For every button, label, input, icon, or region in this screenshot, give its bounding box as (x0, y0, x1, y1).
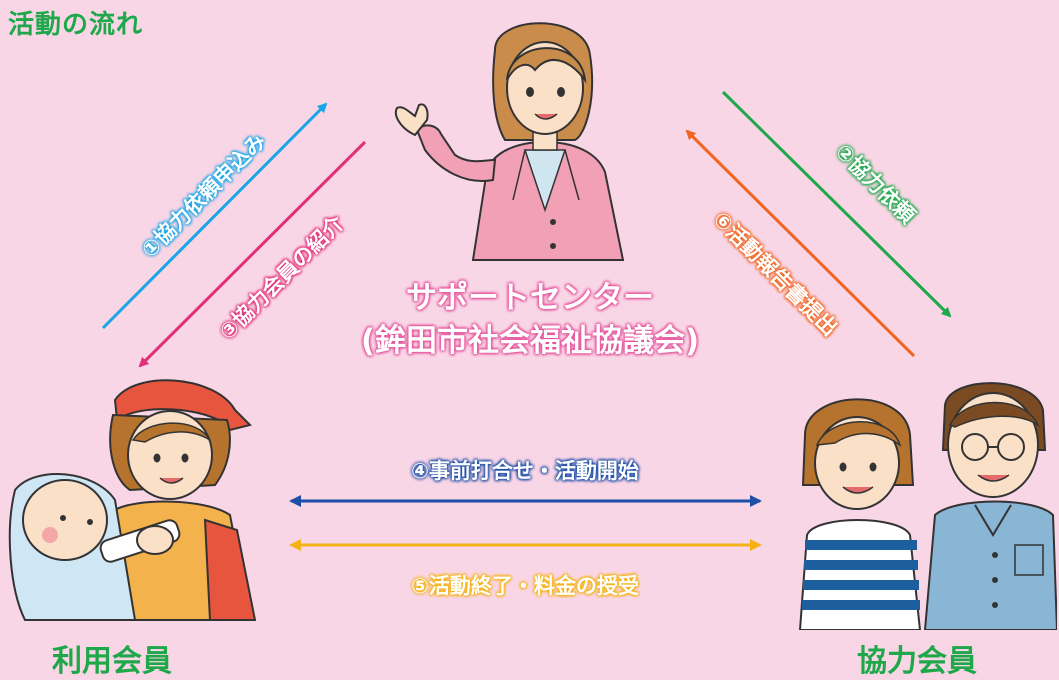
arrow-step2 (721, 90, 952, 318)
user-member-illustration (8, 379, 257, 621)
support-center-name: サポートセンター (406, 280, 654, 316)
user-member-label: 利用会員 (52, 644, 172, 679)
helper-member-label: 協力会員 (857, 644, 977, 679)
support-center-organization: (鉾田市社会福祉協議会) (360, 323, 700, 359)
step5-label: ⑤活動終了・料金の授受 (411, 574, 639, 598)
support-staff-illustration (395, 22, 625, 261)
arrow-step6 (685, 129, 916, 358)
step4-label: ④事前打合せ・活動開始 (411, 459, 639, 483)
helper-member-illustration (798, 382, 1057, 630)
arrow-step1 (101, 102, 328, 330)
page-title: 活動の流れ (8, 10, 144, 40)
arrow-step3 (138, 140, 367, 368)
